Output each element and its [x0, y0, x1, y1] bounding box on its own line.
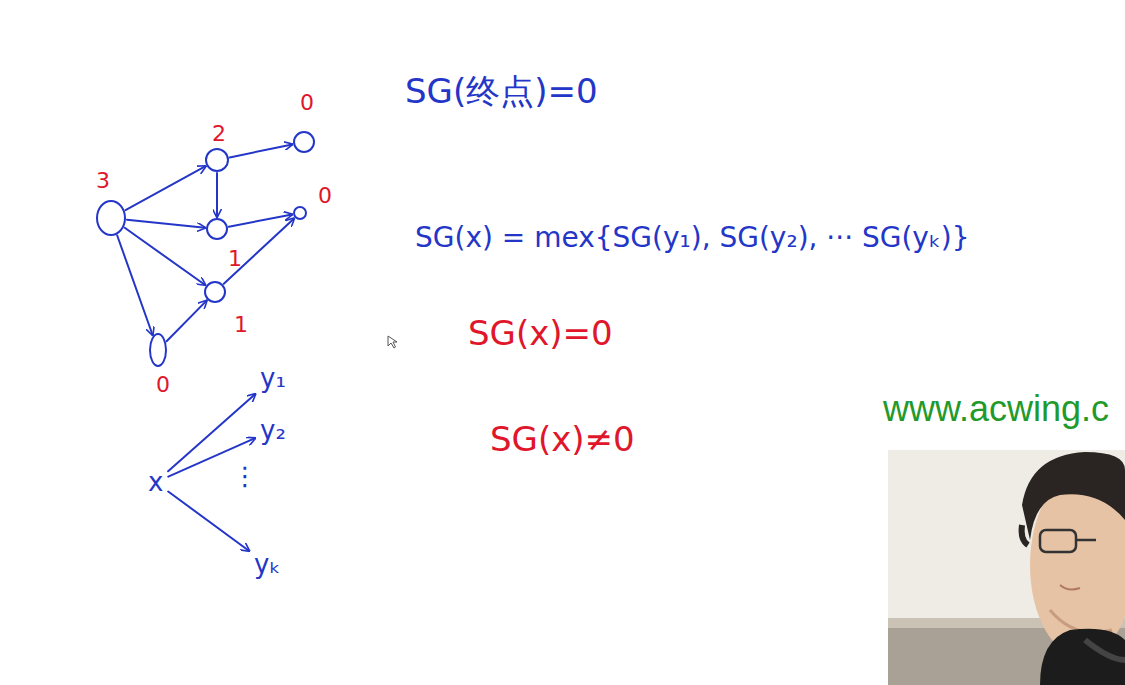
move-arrow: [167, 301, 207, 342]
state-name: yₖ: [254, 549, 280, 579]
watermark: www.acwing.c: [883, 388, 1109, 429]
game-state-circle: 2: [205, 148, 229, 172]
mouse-cursor: [388, 336, 397, 348]
state-symbol: x: [144, 466, 167, 499]
game-state-circle: 1: [204, 281, 226, 303]
sg-value: 1: [234, 314, 248, 336]
move-arrow: [127, 220, 205, 228]
state-symbol: y₁: [256, 362, 290, 395]
game-state-circle: 0: [149, 333, 167, 367]
move-arrow: [230, 144, 293, 157]
game-state-circle: 1: [206, 218, 228, 240]
move-arrow: [126, 166, 206, 210]
game-state-circle: 3: [96, 200, 126, 236]
move-arrow: [117, 236, 152, 336]
sg-value: 2: [212, 123, 226, 145]
state-symbol: y₂: [256, 414, 290, 447]
game-state-circle: 0: [293, 131, 315, 153]
move-arrow: [224, 218, 294, 283]
sg-value: 1: [228, 248, 242, 270]
terminal-formula: SG(终点)=0: [405, 72, 598, 111]
state-symbol: yₖ: [250, 548, 284, 581]
move-arrow: [168, 492, 249, 552]
ellipsis-mark: ⋮: [232, 462, 258, 492]
game-state-circle: 0: [293, 206, 307, 220]
move-arrow: [229, 215, 292, 227]
losing-condition: SG(x)=0: [468, 314, 613, 353]
sg-value: 0: [318, 185, 332, 207]
sg-value: 0: [156, 374, 170, 396]
move-arrow: [168, 394, 255, 471]
state-name: x: [148, 467, 163, 497]
winning-condition: SG(x)≠0: [490, 420, 635, 459]
sg-value: 3: [96, 170, 110, 192]
state-name: y₂: [260, 415, 286, 445]
move-arrow: [216, 173, 218, 217]
sg-value: 0: [300, 92, 314, 114]
move-arrow: [125, 228, 206, 285]
webcam-photo: [888, 450, 1125, 685]
state-name: y₁: [260, 363, 286, 393]
mex-formula: SG(x) = mex{SG(y₁), SG(y₂), ··· SG(yₖ)}: [415, 222, 970, 254]
